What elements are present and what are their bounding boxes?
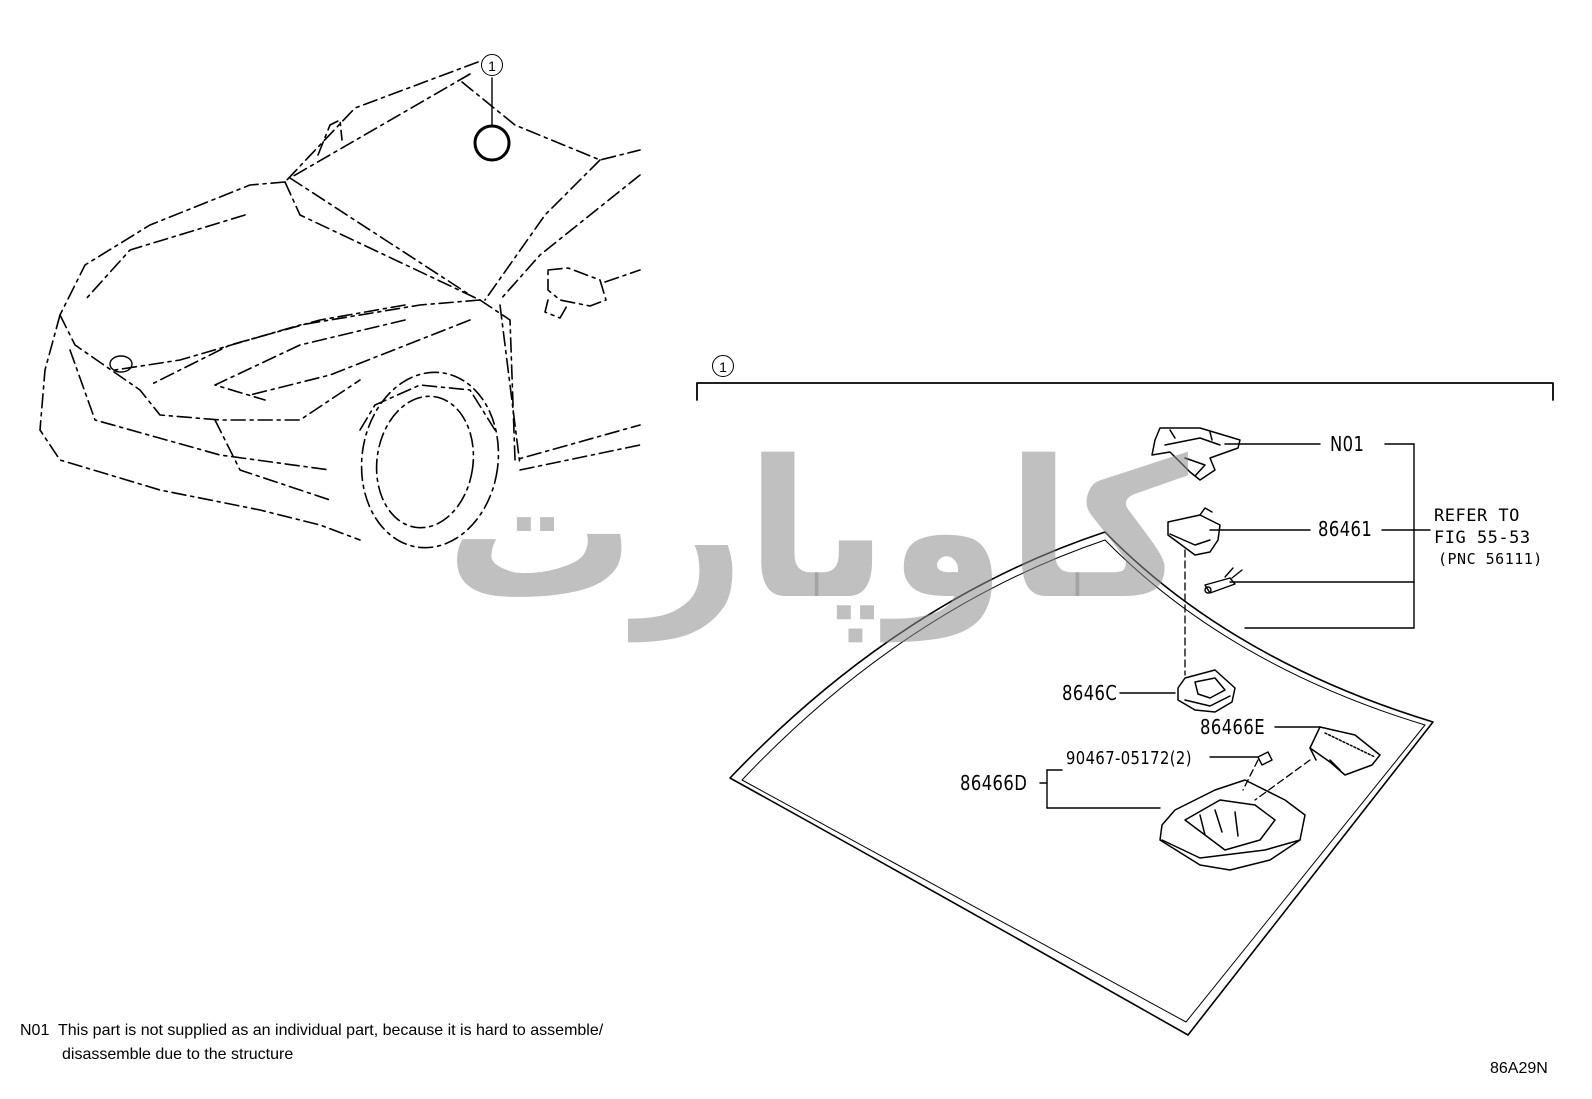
ref-marker-group: 1 xyxy=(712,355,734,377)
label-86461: 86461 xyxy=(1318,517,1373,541)
label-n01: N01 xyxy=(1330,432,1365,456)
refer-line-3: (PNC 56111) xyxy=(1438,550,1543,568)
windshield-glass xyxy=(729,531,1434,1036)
part-8646c xyxy=(1177,669,1236,713)
part-86466e xyxy=(1309,726,1381,776)
label-86466e: 86466E xyxy=(1200,715,1265,739)
watermark: کاوپارت xyxy=(445,420,1188,641)
label-90467: 90467-05172(2) xyxy=(1066,748,1192,769)
part-86461-camera xyxy=(1167,507,1221,556)
part-connector xyxy=(1204,567,1243,594)
ref-marker-car: 1 xyxy=(481,54,503,76)
footnote-code: N01 xyxy=(20,1022,50,1039)
sensor-location-circle xyxy=(473,124,511,162)
part-n01-bracket xyxy=(1151,427,1241,481)
refer-line-1: REFER TO xyxy=(1434,506,1520,526)
car-emblem xyxy=(109,355,133,373)
part-86466d-cover xyxy=(1159,779,1306,871)
footnote-line-2: disassemble due to the structure xyxy=(62,1046,294,1063)
car-outline xyxy=(39,61,641,549)
footnote-line-1: This part is not supplied as an individu… xyxy=(58,1022,604,1039)
group-bracket xyxy=(696,382,1554,401)
refer-line-2: FIG 55-53 xyxy=(1434,528,1531,548)
label-8646c: 8646C xyxy=(1062,681,1118,705)
diagram-id: 86A29N xyxy=(1490,1060,1548,1077)
label-86466d: 86466D xyxy=(960,771,1028,795)
part-90467-clip xyxy=(1257,751,1273,766)
